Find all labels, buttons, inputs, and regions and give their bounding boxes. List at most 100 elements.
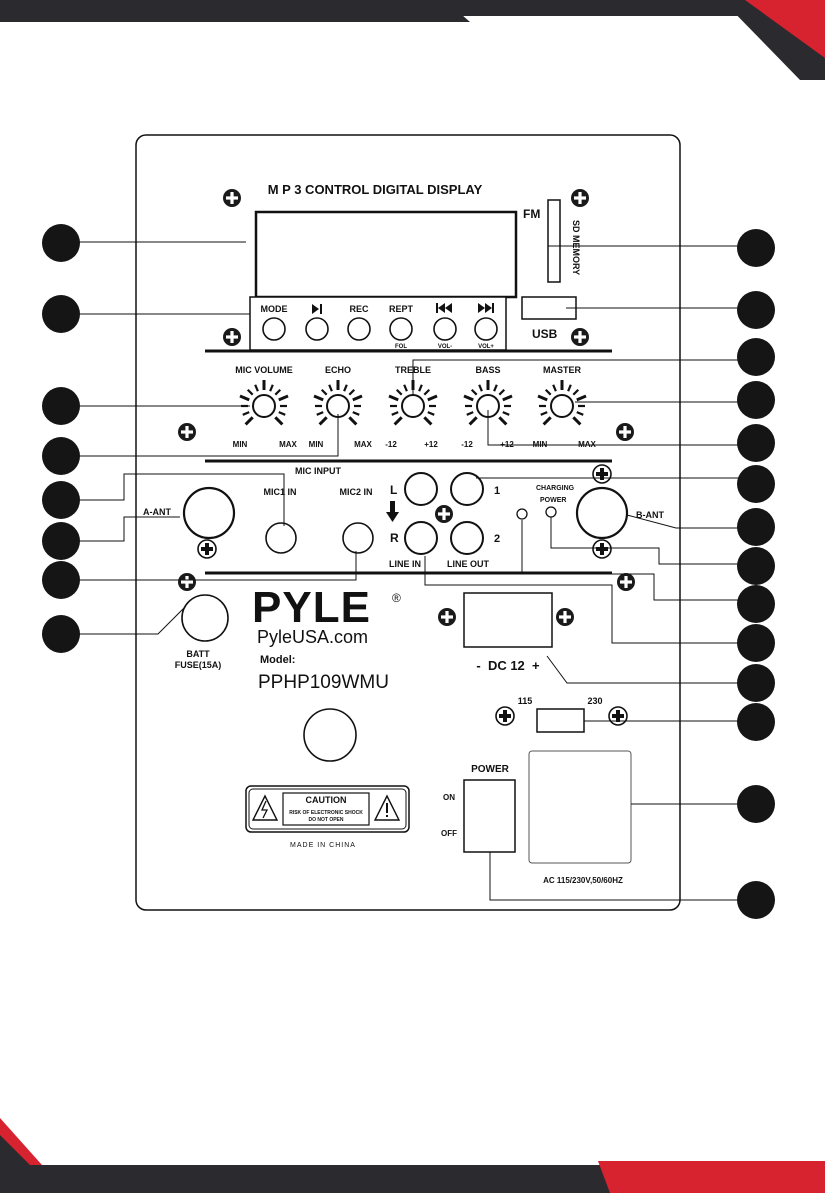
callout-marker [737, 547, 775, 585]
fuse-label: FUSE(15A) [175, 660, 222, 670]
rept-fol-button[interactable] [389, 317, 413, 341]
dc-input[interactable] [463, 592, 553, 648]
treble-knob[interactable] [401, 394, 425, 418]
knob-scale-tick [391, 411, 399, 416]
ac-rating-label: AC 115/230V,50/60HZ [543, 876, 623, 885]
v115-label: 115 [518, 696, 533, 706]
vol-up-label: VOL+ [478, 344, 494, 350]
made-in-label: MADE IN CHINA [290, 842, 356, 849]
knob-scale-tick [427, 394, 438, 402]
arrow-down-icon [386, 501, 399, 522]
top-band [0, 0, 825, 80]
knob-scale-tick [576, 411, 584, 416]
mic-volume-knob[interactable] [252, 394, 276, 418]
knob-scale-tick [493, 384, 498, 392]
brand-logo: PYLE [252, 583, 371, 632]
power-led [545, 506, 557, 518]
min-label: MIN [309, 440, 324, 449]
battery-fuse[interactable] [181, 594, 229, 642]
knob-scale-tick [328, 384, 333, 392]
screw-icon [617, 573, 635, 591]
plus12-label: +12 [424, 440, 438, 449]
play-pause-button[interactable] [305, 317, 329, 341]
line-out-1-jack[interactable] [450, 472, 484, 506]
mic1-jack[interactable] [265, 522, 297, 554]
callout-marker [737, 291, 775, 329]
callout-marker [737, 229, 775, 267]
screw-icon [571, 189, 589, 207]
line-out-2-jack[interactable] [450, 521, 484, 555]
knob-scale-tick [393, 416, 403, 426]
knob-scale-tick [388, 394, 399, 402]
knob-scale-tick [254, 384, 259, 392]
screw-icon [197, 539, 217, 559]
line-in-label: LINE IN [389, 559, 421, 569]
mode-button[interactable] [262, 317, 286, 341]
mic1-in-label: MIC1 IN [263, 487, 296, 497]
callout-marker [42, 481, 80, 519]
screw-icon [616, 423, 634, 441]
knob-scale-tick [246, 388, 254, 396]
ac-input-socket[interactable] [528, 750, 632, 864]
exclamation-warning-icon [373, 794, 401, 821]
two-label: 2 [494, 533, 500, 545]
b-ant-connector[interactable] [575, 486, 629, 540]
callout-marker [737, 508, 775, 546]
knob-scale-tick [542, 416, 552, 426]
knob-scale-tick [316, 411, 324, 416]
batt-label: BATT [186, 649, 210, 659]
charging-label: CHARGING [536, 485, 575, 492]
knob-scale-tick [567, 384, 572, 392]
display-title: M P 3 CONTROL DIGITAL DISPLAY [268, 182, 483, 197]
screw-icon [438, 608, 456, 626]
knob-scale-tick [470, 388, 478, 396]
echo-label: ECHO [325, 365, 351, 375]
knob-scale-tick [544, 388, 552, 396]
callout-marker [737, 585, 775, 623]
knob-scale-tick [274, 388, 282, 396]
rec-button[interactable] [347, 317, 371, 341]
knob-scale-tick [239, 394, 250, 402]
line-in-r-jack[interactable] [404, 521, 438, 555]
lcd-display [254, 210, 518, 299]
screw-icon [556, 608, 574, 626]
knob-scale-tick [244, 416, 254, 426]
on-label: ON [443, 793, 455, 802]
screw-icon [571, 328, 589, 346]
knob-scale-tick [352, 394, 363, 402]
screw-icon [223, 189, 241, 207]
callout-markers [42, 224, 775, 919]
registered-mark: ® [392, 591, 401, 605]
mic2-jack[interactable] [342, 522, 374, 554]
next-vol-up-button[interactable] [474, 317, 498, 341]
previous-icon [436, 303, 452, 313]
sd-card-slot[interactable] [547, 199, 561, 283]
a-ant-connector[interactable] [182, 486, 236, 540]
knob-scale-tick [498, 388, 506, 396]
knob-scale-tick [278, 411, 286, 416]
screw-icon [592, 464, 612, 484]
callout-marker [42, 615, 80, 653]
master-knob[interactable] [550, 394, 574, 418]
one-label: 1 [494, 485, 500, 497]
line-in-l-jack[interactable] [404, 472, 438, 506]
callout-marker [42, 387, 80, 425]
round-cap[interactable] [303, 708, 357, 762]
caution-open-text: DO NOT OPEN [308, 817, 343, 823]
knob-scale-tick [348, 416, 358, 426]
callout-marker [737, 785, 775, 823]
website-text: PyleUSA.com [257, 627, 368, 647]
callout-marker [737, 465, 775, 503]
prev-vol-down-button[interactable] [433, 317, 457, 341]
callout-marker [42, 437, 80, 475]
model-label: Model: [260, 654, 295, 666]
knob-scale-tick [343, 384, 348, 392]
rept-label: REPT [389, 304, 414, 314]
knob-scale-tick [278, 394, 289, 402]
echo-knob[interactable] [326, 394, 350, 418]
bottom-band [0, 1118, 825, 1193]
knob-scale-tick [269, 384, 274, 392]
knob-scale-tick [318, 416, 328, 426]
power-switch[interactable] [463, 779, 516, 853]
voltage-selector[interactable] [536, 708, 585, 733]
